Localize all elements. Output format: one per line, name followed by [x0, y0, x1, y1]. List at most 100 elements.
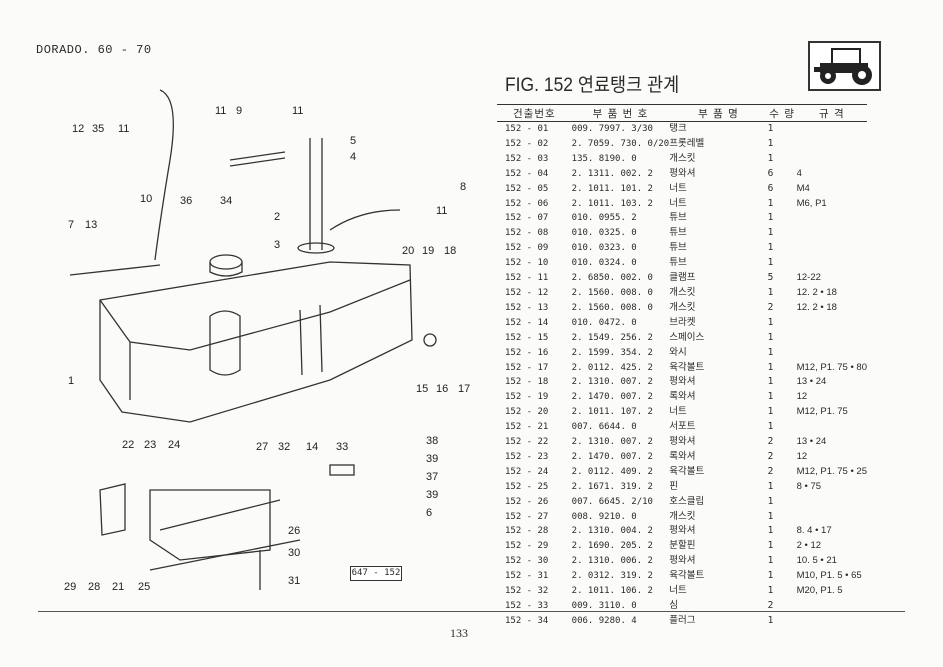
cell-name: 록와셔 [669, 450, 696, 462]
cell-spec [797, 137, 867, 152]
cell-name: 서포트 [669, 421, 696, 433]
cell-spec: 2 • 12 [796, 540, 822, 552]
cell-spec [797, 152, 867, 167]
cell-spec [797, 256, 867, 271]
cell-spec: 4 [796, 167, 802, 179]
cell-name: 분할핀 [669, 540, 696, 552]
callout-label: 10 [140, 193, 152, 205]
cell-no: 152 - 11 [505, 273, 549, 284]
cell-no: 152 - 28 [505, 526, 549, 537]
cell-spec: M12, P1. 75 [796, 406, 848, 418]
cell-no: 152 - 33 [505, 601, 549, 611]
cell-name: 튜브 [669, 227, 687, 239]
cell-qty: 1 [767, 361, 774, 373]
cell-no: 152 - 27 [505, 511, 549, 522]
cell-no: 152 - 05 [505, 183, 549, 194]
cell-qty: 6 [767, 167, 774, 179]
tractor-logo [808, 41, 881, 91]
cell-no: 152 - 32 [505, 586, 549, 597]
cell-no: 152 - 30 [505, 556, 549, 567]
cell-qty: 1 [767, 391, 774, 403]
cell-spec [797, 420, 867, 435]
cell-name: 플러그 [669, 614, 696, 626]
cell-no: 152 - 25 [505, 481, 549, 492]
callout-label: 11 [215, 105, 226, 117]
cell-part-no: 2. 6850. 002. 0 [571, 273, 653, 284]
callout-label: 12 [72, 123, 84, 135]
cell-name: 핀 [669, 480, 678, 492]
tractor-icon [814, 48, 872, 85]
cell-qty: 1 [767, 480, 774, 492]
cell-no: 152 - 29 [505, 541, 549, 552]
cell-no: 152 - 12 [505, 287, 549, 298]
callout-label: 30 [288, 547, 300, 559]
callout-label: 11 [292, 105, 303, 117]
cell-part-no: 2. 1549. 256. 2 [571, 332, 653, 343]
cell-no: 152 - 08 [505, 228, 549, 239]
tube-9 [229, 151, 286, 167]
callout-label: 3 [274, 239, 280, 251]
gasket [297, 242, 335, 254]
bottom-rule [38, 611, 905, 612]
cell-name: 개스킷 [669, 152, 696, 164]
cell-spec: 10. 5 • 21 [796, 555, 837, 567]
cell-part-no: 007. 6645. 2/10 [571, 496, 653, 507]
cell-part-no: 2. 1599. 354. 2 [571, 347, 653, 358]
cell-no: 152 - 16 [505, 347, 549, 358]
cell-part-no: 2. 1011. 106. 2 [571, 586, 653, 597]
support-21 [99, 483, 126, 536]
cell-name: 육각볼트 [669, 465, 705, 477]
callout-label: 1 [68, 375, 74, 387]
cell-no: 152 - 31 [505, 571, 549, 582]
cell-no: 152 - 13 [505, 302, 549, 313]
callout-label: 17 [458, 383, 470, 395]
cell-part-no: 2. 1011. 101. 2 [571, 183, 653, 194]
cell-spec [797, 211, 867, 226]
column-header-name: 부 품 명 [669, 104, 768, 122]
cell-part-no: 006. 9280. 4 [571, 615, 637, 626]
callout-label: 35 [92, 123, 104, 135]
cell-part-no: 2. 1690. 205. 2 [571, 541, 653, 552]
cell-spec: M12, P1. 75 • 80 [796, 361, 867, 373]
cell-qty: 1 [767, 123, 774, 134]
drain-rod [69, 264, 161, 276]
cell-part-no: 2. 0312. 319. 2 [571, 571, 653, 582]
fuel-cap-side [209, 262, 243, 277]
cell-name: 클램프 [669, 272, 696, 284]
cell-qty: 1 [767, 570, 774, 582]
callout-label: 36 [180, 195, 192, 207]
callout-label: 13 [85, 219, 97, 231]
cell-qty: 1 [767, 406, 774, 418]
spacer-15 [423, 333, 437, 347]
cell-name: 개스킷 [669, 301, 696, 313]
cell-spec: 8 • 75 [796, 480, 822, 492]
cell-spec: 12-22 [796, 272, 821, 284]
cell-qty: 1 [767, 525, 774, 537]
callout-label: 39 [426, 489, 438, 501]
cell-name: 튜브 [669, 242, 687, 254]
cell-name: 너트 [669, 406, 687, 418]
cell-part-no: 010. 0325. 0 [571, 228, 637, 239]
callout-label: 25 [138, 581, 150, 593]
cell-qty: 1 [767, 346, 774, 358]
cell-no: 152 - 21 [505, 422, 549, 433]
callout-label: 34 [220, 195, 232, 207]
cell-no: 152 - 10 [505, 258, 549, 269]
cell-name: 평와셔 [669, 167, 696, 179]
